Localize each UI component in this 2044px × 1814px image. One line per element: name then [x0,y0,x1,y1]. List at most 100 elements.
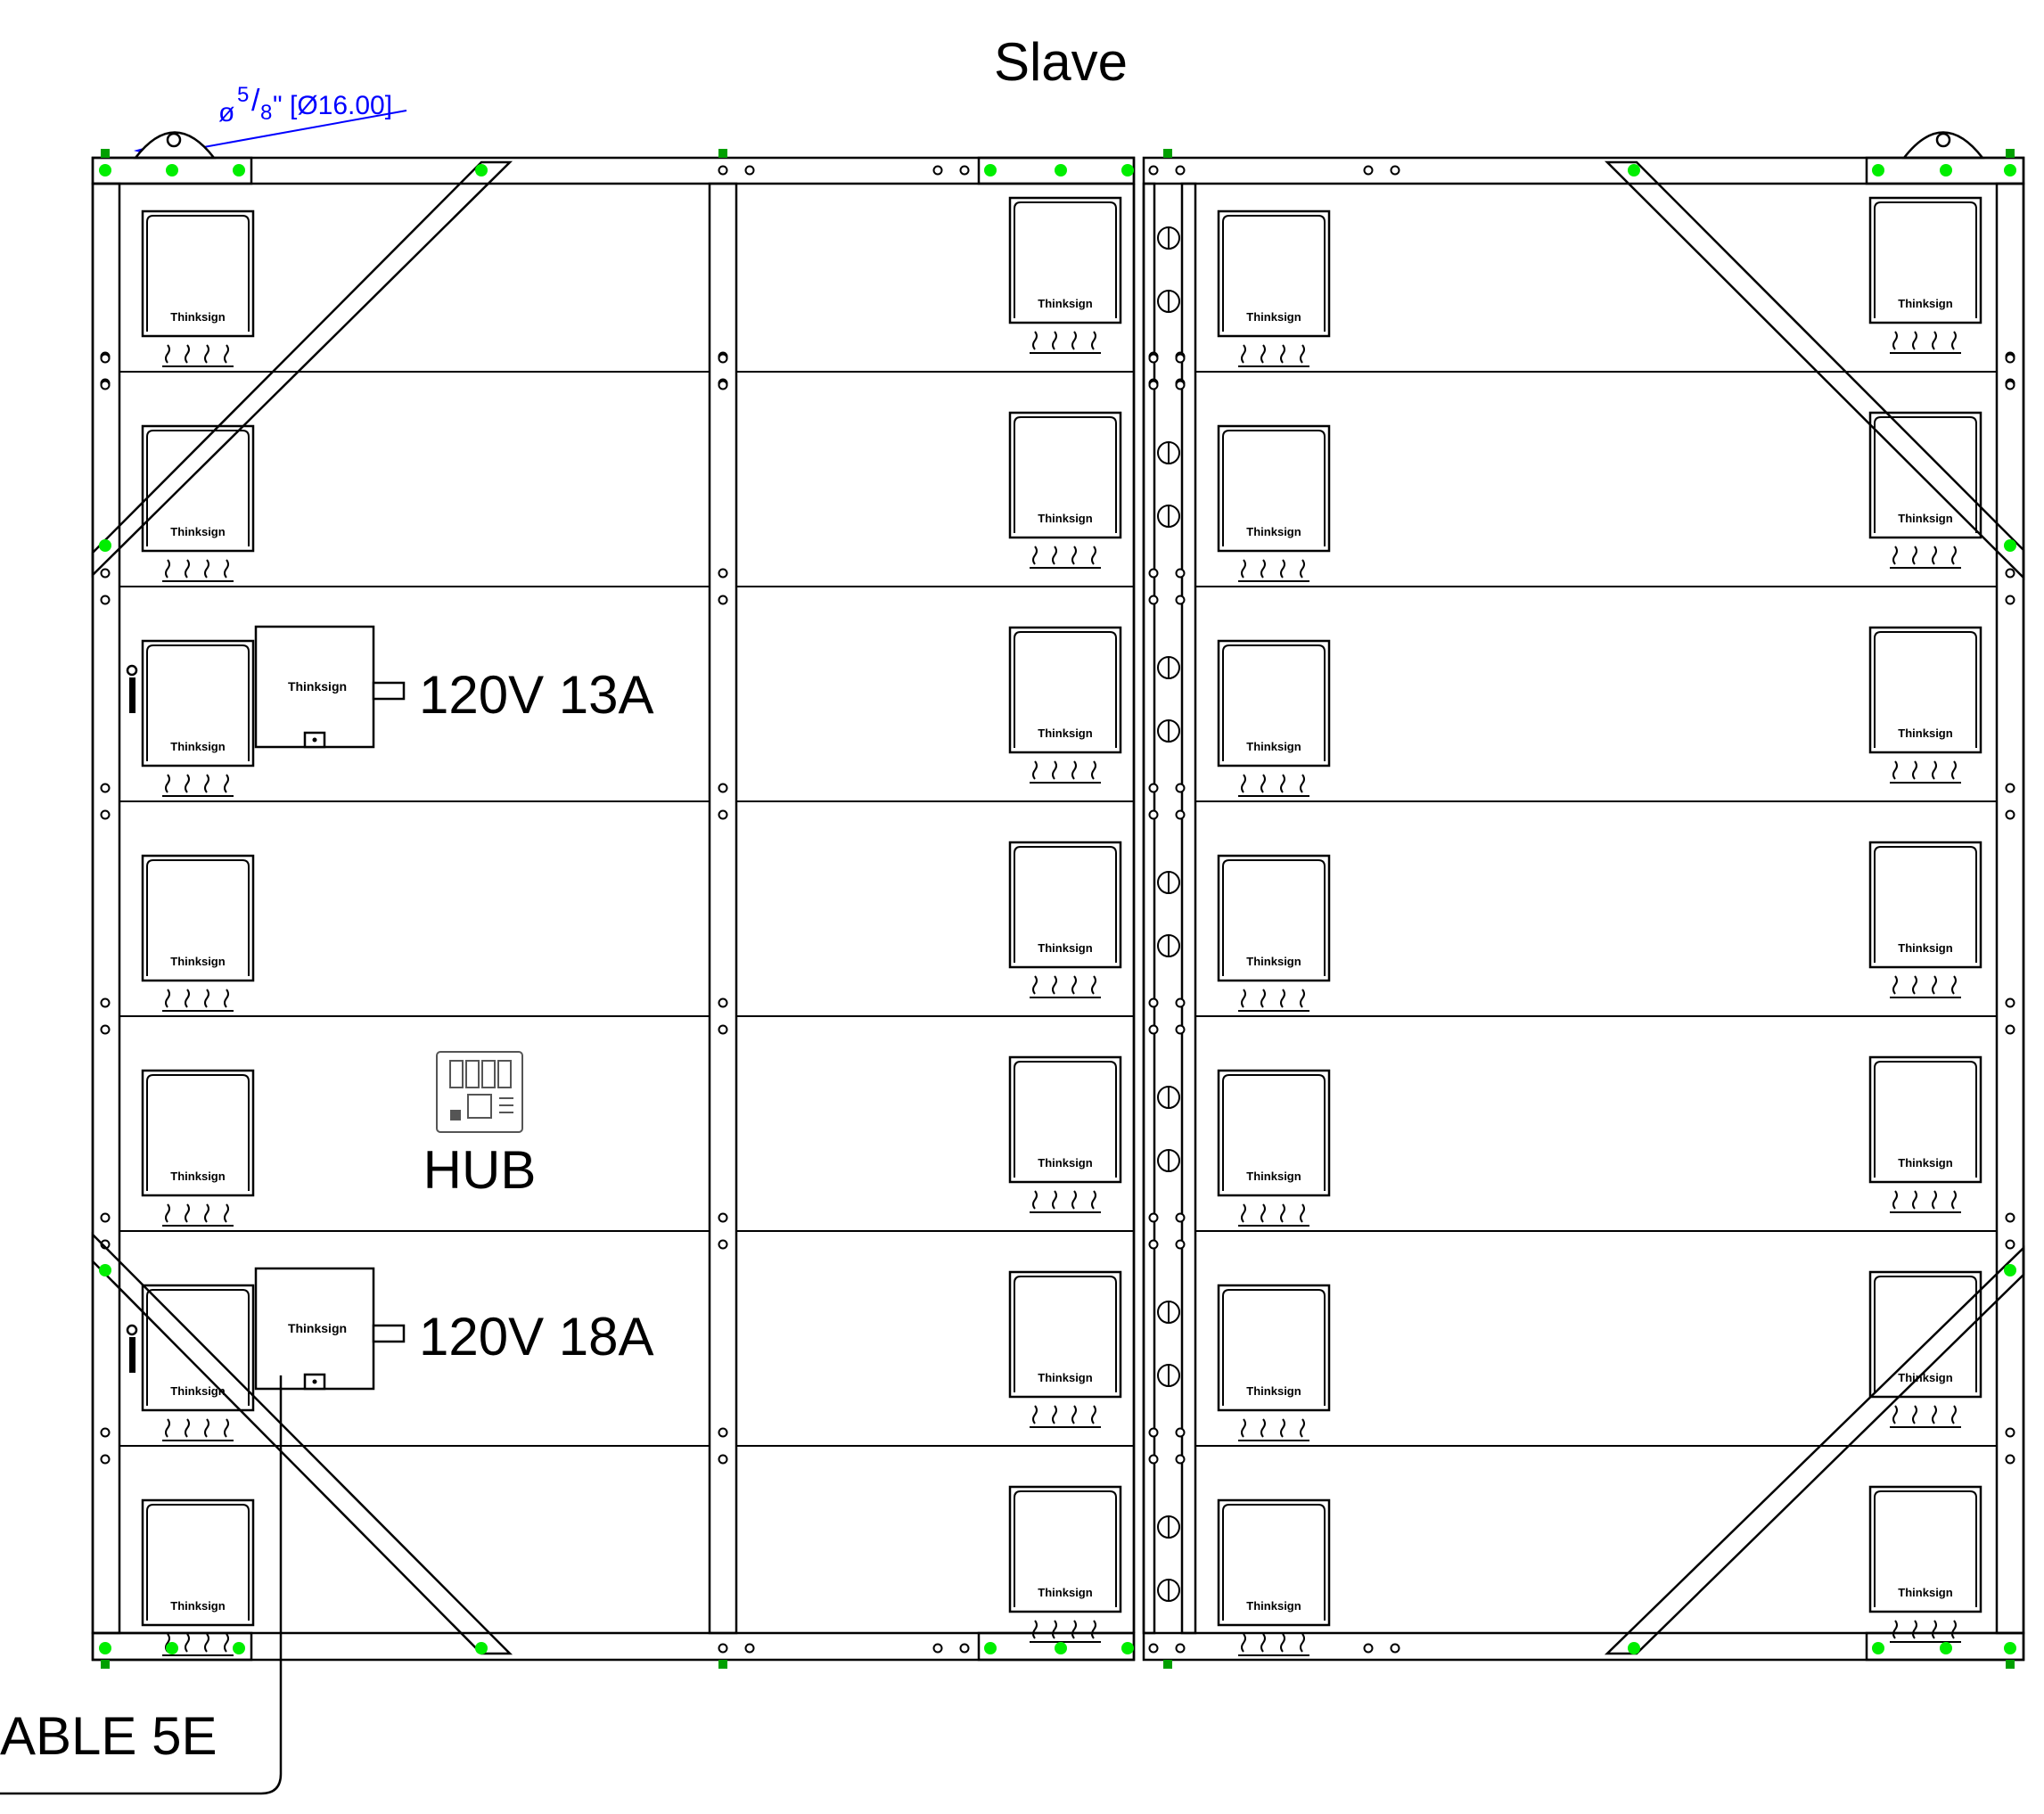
module-brand: Thinksign [1246,1170,1301,1183]
fastener-hole [100,809,111,820]
module-brand: Thinksign [170,1384,225,1398]
center-screws [1157,226,1180,1602]
fastener-hole [1148,1454,1159,1465]
fastener-hole [1148,997,1159,1008]
dimension-suffix: " [Ø16.00] [273,91,392,120]
alignment-marker [99,1264,111,1276]
dimension-numerator: 5 [237,83,249,107]
fastener-hole [718,380,728,390]
fastener-hole [718,1239,728,1250]
fastener-hole [100,1024,111,1035]
fastener-hole [744,1643,755,1654]
alignment-marker [1628,1642,1640,1654]
fastener-hole [1175,997,1186,1008]
fastener-hole [718,353,728,364]
alignment-tick [2006,1660,2015,1669]
alignment-tick [101,149,110,158]
module-brand: Thinksign [1038,1586,1092,1599]
fastener-hole [718,1643,728,1654]
fastener-hole [2005,997,2015,1008]
alignment-marker [2004,1642,2016,1654]
dimension-denominator: 8 [260,101,272,125]
lifting-eye-icon [133,131,217,160]
module-brand: Thinksign [170,1170,225,1183]
alignment-tick [1163,149,1172,158]
fastener-hole [718,809,728,820]
fastener-hole [1148,568,1159,579]
fastener-hole [1148,353,1159,364]
fastener-hole [718,1024,728,1035]
power-supply-icon [126,625,406,749]
fastener-hole [2005,380,2015,390]
lifting-eye-icon [1901,131,1985,160]
alignment-tick [1163,1660,1172,1669]
module-brand: Thinksign [1038,726,1092,740]
fastener-hole [100,997,111,1008]
alignment-marker [233,1642,245,1654]
alignment-marker [1628,164,1640,176]
fastener-hole [1148,595,1159,605]
alignment-marker [166,164,178,176]
fastener-hole [1175,1427,1186,1438]
module-brand: Thinksign [1246,525,1301,538]
fastener-hole [1148,1643,1159,1654]
fastener-hole [1148,809,1159,820]
receiver-card-icon: Thinksign [1868,841,1982,998]
receiver-card-icon: Thinksign [1008,1055,1122,1213]
fastener-hole [1363,1643,1374,1654]
module-brand: Thinksign [1246,1599,1301,1613]
module-brand: Thinksign [1898,726,1952,740]
fastener-hole [2005,568,2015,579]
receiver-card-icon: Thinksign [1217,1284,1331,1441]
fastener-hole [718,568,728,579]
alignment-marker [99,539,111,552]
receiver-card-icon: Thinksign [1008,411,1122,569]
receiver-card-icon: Thinksign [1217,854,1331,1012]
receiver-card-icon: Thinksign [1868,626,1982,784]
fastener-hole [1175,1454,1186,1465]
fastener-hole [2005,1212,2015,1223]
alignment-marker [166,1642,178,1654]
fastener-hole [718,1454,728,1465]
module-brand: Thinksign [1246,955,1301,968]
fastener-hole [2005,1024,2015,1035]
module-brand: Thinksign [1898,512,1952,525]
hub-label: HUB [423,1140,537,1200]
receiver-card-icon: Thinksign [1008,841,1122,998]
alignment-marker [99,1642,111,1654]
fastener-hole [2005,1454,2015,1465]
network-cable [0,1375,283,1795]
fastener-hole [1148,1427,1159,1438]
fastener-hole [1175,783,1186,793]
receiver-card-icon: Thinksign [1217,1069,1331,1227]
fastener-hole [1175,353,1186,364]
alignment-marker [1940,164,1952,176]
alignment-marker [475,164,488,176]
receiver-card-icon: Thinksign [1217,209,1331,367]
module-brand: Thinksign [1246,1384,1301,1398]
fastener-hole [1148,783,1159,793]
alignment-marker [2004,539,2016,552]
fastener-hole [1175,1024,1186,1035]
fastener-hole [2005,1239,2015,1250]
alignment-marker [1055,164,1067,176]
alignment-marker [1121,1642,1134,1654]
alignment-marker [1940,1642,1952,1654]
fastener-hole [959,165,970,176]
power-supply-icon [126,1267,406,1391]
fastener-hole [1148,1024,1159,1035]
fastener-hole [932,165,943,176]
module-brand: Thinksign [170,525,225,538]
fastener-hole [932,1643,943,1654]
receiver-card-icon: Thinksign [1868,1270,1982,1428]
power-label-18a: 120V 18A [419,1307,654,1367]
fastener-hole [100,1427,111,1438]
module-brand: Thinksign [170,740,225,753]
fastener-hole [718,997,728,1008]
module-brand: Thinksign [1898,1371,1952,1384]
cabinet-frame [91,156,2025,1662]
alignment-marker [2004,1264,2016,1276]
fastener-hole [1148,1212,1159,1223]
